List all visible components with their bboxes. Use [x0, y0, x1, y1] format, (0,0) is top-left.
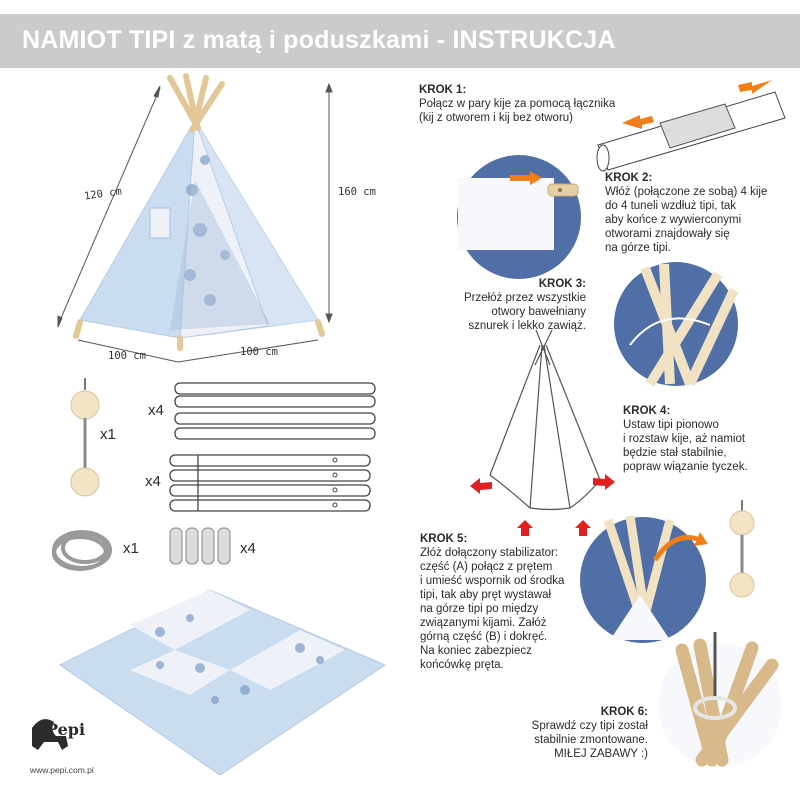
- step-2-line: na górze tipi.: [605, 242, 671, 254]
- step-1-title: KROK 1:: [419, 84, 467, 96]
- header-banner: NAMIOT TIPI z matą i poduszkami - INSTRU…: [0, 14, 800, 68]
- step-3-line: Przełóż przez wszystkie: [463, 292, 586, 304]
- step-4-line: popraw wiązanie tyczek.: [623, 461, 748, 473]
- step-1-line: Połącz w pary kije za pomocą łącznika: [419, 98, 616, 110]
- step-3-line: sznurek i lekko zawiąż.: [468, 320, 586, 332]
- step-5-title: KROK 5:: [420, 533, 468, 545]
- step-3-line: otwory bawełniany: [491, 306, 586, 318]
- step-5-line: część (A) połącz z prętem: [420, 561, 553, 573]
- stabilizer-icon: [70, 378, 100, 497]
- step3-circle-icon: [614, 262, 739, 387]
- dim-base-right: 100 cm: [240, 346, 278, 358]
- step-6-line: MIŁEJ ZABAWY :): [554, 748, 648, 760]
- step-2: KROK 2: Włóż (połączone ze sobą) 4 kije …: [605, 171, 767, 255]
- step5-stabilizer-icon: [729, 500, 755, 598]
- connectors-icon: [169, 527, 231, 565]
- step-5-line: tipi, tak aby pręt wystawał: [420, 589, 552, 601]
- poles-b-qty: x4: [145, 473, 161, 490]
- poles-a-icon: [174, 382, 376, 440]
- page-title: NAMIOT TIPI z matą i poduszkami - INSTRU…: [22, 26, 616, 54]
- step-4-line: będzie stał stabilnie,: [623, 447, 727, 459]
- step4-arrows-icon: [470, 474, 615, 536]
- dim-height: 160 cm: [338, 186, 376, 198]
- step-5-line: końcówkę pręta.: [420, 659, 504, 671]
- step4-tipi-sketch-icon: [489, 329, 601, 511]
- step-2-title: KROK 2:: [605, 172, 653, 184]
- step-5-line: i umieść wspornik od środka: [420, 575, 565, 587]
- step1-pole-connector-icon: [596, 80, 786, 172]
- step-2-line: otworami znajdowały się: [605, 228, 730, 240]
- website-link[interactable]: www.pepi.com.pl: [30, 765, 94, 775]
- step-6: KROK 6: Sprawdź czy tipi został stabilni…: [490, 705, 648, 761]
- rope-icon: [52, 530, 112, 571]
- step-5-line: górną część (B) i dokręć.: [420, 631, 548, 643]
- step-3: KROK 3: Przełóż przez wszystkie otwory b…: [450, 277, 586, 333]
- step-2-line: do 4 tuneli wzdłuż tipi, tak: [605, 200, 737, 212]
- step-4-line: i rozstaw kije, aż namiot: [623, 433, 746, 445]
- step6-tied-poles-icon: [658, 632, 782, 767]
- step5-circle-icon: [580, 515, 708, 643]
- step-4-line: Ustaw tipi pionowo: [623, 419, 719, 431]
- step-6-line: Sprawdź czy tipi został: [531, 720, 648, 732]
- step-2-line: aby końce z wywierconymi: [605, 214, 742, 226]
- step-1-line: (kij z otworem i kij bez otworu): [419, 112, 574, 124]
- step-1: KROK 1: Połącz w pary kije za pomocą łąc…: [419, 83, 615, 125]
- poles-b-icon: [169, 454, 371, 512]
- step-5-line: na górze tipi po między: [420, 603, 539, 615]
- step-5-line: związanymi kijami. Załóż: [420, 617, 547, 629]
- step-5-line: Na koniec zabezpiecz: [420, 645, 532, 657]
- rope-qty: x1: [123, 540, 139, 557]
- step-2-line: Włóż (połączone ze sobą) 4 kije: [605, 186, 768, 198]
- step-6-line: stabilnie zmontowane.: [534, 734, 648, 746]
- step-6-title: KROK 6:: [600, 706, 648, 718]
- brand-logo-text: Pepi: [46, 720, 86, 739]
- stabilizer-qty: x1: [100, 426, 116, 443]
- step2-circle-icon: [457, 155, 581, 279]
- step-5: KROK 5: Złóż dołączony stabilizator: czę…: [420, 532, 564, 672]
- step-4: KROK 4: Ustaw tipi pionowo i rozstaw kij…: [623, 404, 748, 474]
- step-5-line: Złóż dołączony stabilizator:: [420, 547, 559, 559]
- poles-a-qty: x4: [148, 402, 164, 419]
- step-3-title: KROK 3:: [538, 278, 586, 290]
- dim-base-left: 100 cm: [108, 350, 146, 362]
- step-4-title: KROK 4:: [623, 405, 671, 417]
- connectors-qty: x4: [240, 540, 256, 557]
